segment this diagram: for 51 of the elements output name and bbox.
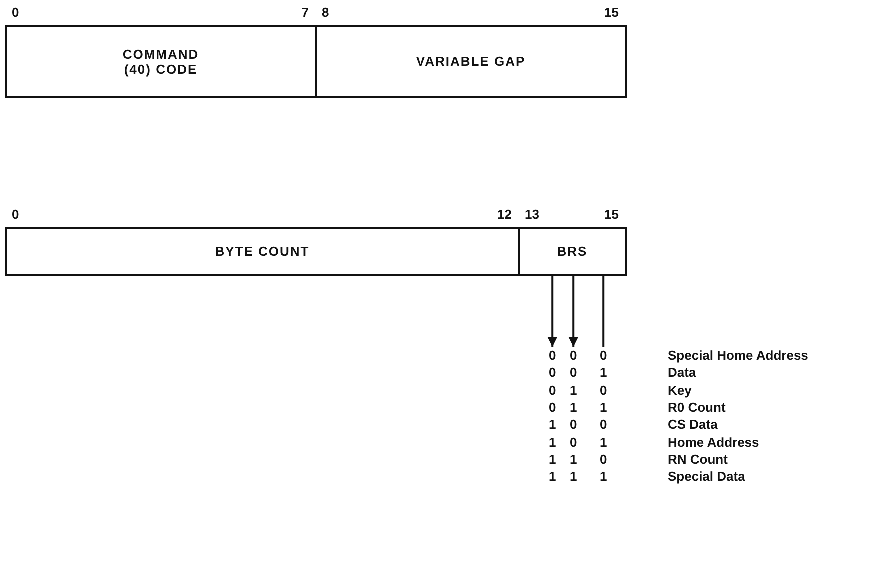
- bit-value: 1: [570, 469, 578, 484]
- arrow: [548, 276, 558, 347]
- bit-value: 0: [549, 382, 556, 398]
- bit-value: 0: [570, 365, 578, 380]
- bit-value: 1: [600, 469, 608, 484]
- field-name: VARIABLE GAP: [416, 54, 526, 69]
- record-type-label: Data: [668, 365, 696, 380]
- bit-value: 1: [549, 469, 556, 484]
- record-type-label: CS Data: [668, 417, 718, 432]
- bit-value: 0: [570, 434, 578, 450]
- bit-value: 0: [600, 417, 608, 432]
- bit-value: 0: [570, 417, 578, 432]
- bit-value: 0: [549, 348, 556, 363]
- bit-value: 1: [570, 452, 578, 467]
- bit-value: 1: [600, 400, 608, 415]
- bit-value: 1: [570, 400, 578, 415]
- field-box: [518, 227, 627, 276]
- bit-value: 1: [549, 452, 556, 467]
- bit-number: 13: [525, 207, 540, 222]
- bit-number: 12: [498, 207, 512, 222]
- bit-number: 15: [604, 207, 619, 222]
- record-type-label: RN Count: [668, 452, 728, 467]
- bit-value: 0: [600, 382, 608, 398]
- record-type-label: Home Address: [668, 434, 760, 450]
- bit-number: 8: [322, 5, 330, 20]
- bit-value: 0: [549, 365, 556, 380]
- field-box: [315, 25, 627, 98]
- bit-value: 0: [600, 348, 608, 363]
- bit-value: 0: [600, 452, 608, 467]
- connector-line: [602, 276, 605, 347]
- bit-value: 0: [570, 348, 578, 363]
- record-type-label: Key: [668, 382, 692, 398]
- bit-value: 1: [549, 417, 556, 432]
- record-type-label: Special Home Address: [668, 348, 808, 363]
- record-type-label: Special Data: [668, 469, 746, 484]
- field-name: COMMAND (40) CODE: [122, 46, 200, 76]
- field-name: BYTE COUNT: [215, 244, 310, 259]
- bit-value: 1: [600, 434, 608, 450]
- bit-number: 0: [12, 5, 20, 20]
- bit-value: 1: [549, 434, 556, 450]
- bit-value: 0: [549, 400, 556, 415]
- bit-value: 1: [600, 365, 608, 380]
- bit-number: 15: [604, 5, 619, 20]
- bit-number: 0: [12, 207, 20, 222]
- field-box: [5, 227, 520, 276]
- field-name: BRS: [557, 244, 588, 259]
- record-type-label: R0 Count: [668, 400, 726, 415]
- bit-value: 1: [570, 382, 578, 398]
- field-box: [5, 25, 317, 98]
- bit-number: 7: [302, 5, 309, 20]
- arrow: [568, 276, 579, 347]
